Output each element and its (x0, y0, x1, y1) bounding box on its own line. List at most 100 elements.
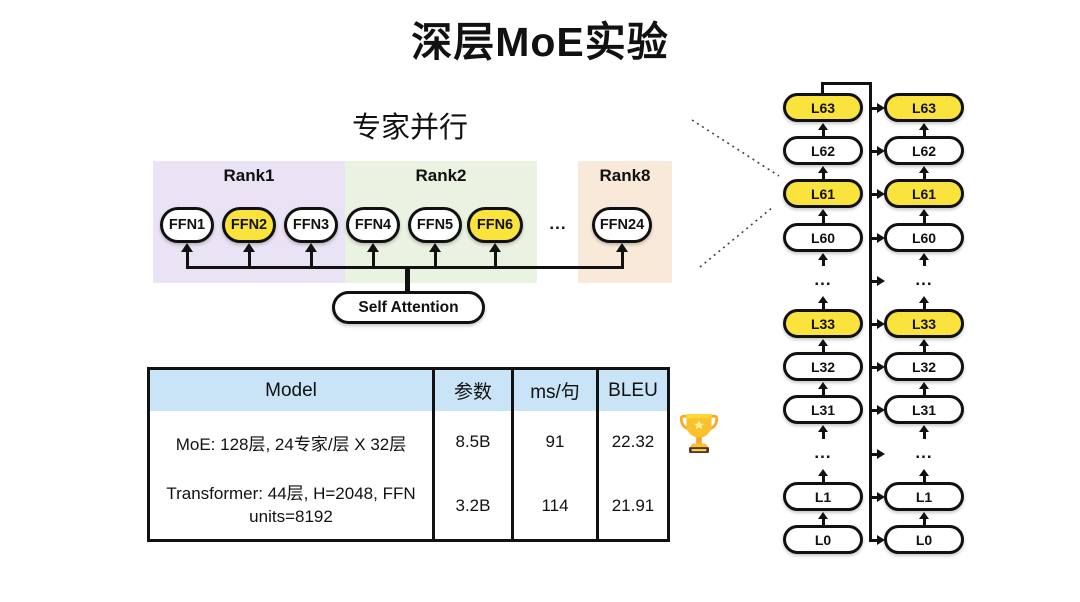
ffn-arrow-up (304, 243, 317, 252)
loop-arrow-right (877, 233, 885, 243)
cell-tf-model: Transformer: 44层, H=2048, FFN units=8192 (166, 484, 416, 526)
layer-pill-left-l63: L63 (783, 93, 863, 122)
layer-pill-left-l0: L0 (783, 525, 863, 554)
loop-arrow-right (877, 449, 885, 459)
ffn-arrow-up-line (620, 250, 624, 266)
layer-pill-left-l33: L33 (783, 309, 863, 338)
cell-moe-model: MoE: 128层, 24专家/层 X 32层 (175, 434, 407, 454)
rank8-label: Rank8 (599, 166, 651, 185)
loop-arrow-right-line (869, 149, 877, 153)
cell-moe-bleu: 22.32 (596, 411, 667, 473)
results-table: Model 参数 ms/句 BLEU MoE: 128层, 24专家/层 X 3… (147, 367, 670, 542)
layer-pill-right-l32: L32 (884, 352, 964, 381)
ffn-pill-ffn1: FFN1 (160, 207, 214, 243)
layer-pill-right-l0: L0 (884, 525, 964, 554)
layer-arrow-up-right (919, 166, 929, 173)
layer-pill-left-l31: L31 (783, 395, 863, 424)
column-header-bleu: BLEU (596, 370, 667, 411)
layer-arrow-up-right-line (922, 475, 926, 482)
layer-arrow-up-left-line (821, 431, 825, 439)
loop-line-vertical (869, 82, 872, 540)
layer-arrow-up-right-line (922, 518, 926, 525)
loop-arrow-right-line (869, 192, 877, 196)
layer-arrow-up-right-line (922, 259, 926, 266)
table-row-transformer: Transformer: 44层, H=2048, FFN units=8192… (150, 473, 667, 539)
layer-ellipsis-left: ... (814, 443, 832, 462)
loop-arrow-right (877, 405, 885, 415)
layer-arrow-up-right-line (922, 431, 926, 439)
layer-arrow-up-left (818, 166, 828, 173)
loop-arrow-right-line (869, 236, 877, 240)
cell-tf-params: 3.2B (432, 473, 511, 539)
loop-arrow-right (877, 535, 885, 545)
loop-arrow-right-line (869, 279, 877, 283)
layer-arrow-up-right-line (922, 345, 926, 352)
layer-arrow-up-right (919, 512, 929, 519)
layer-pill-right-l61: L61 (884, 179, 964, 208)
column-header-params: 参数 (432, 370, 511, 411)
loop-arrow-right (877, 362, 885, 372)
layer-arrow-up-left (818, 296, 828, 303)
layer-arrow-up-right (919, 469, 929, 476)
layer-arrow-up-left-line (821, 302, 825, 309)
ffn-pill-ffn24: FFN24 (592, 207, 652, 243)
layer-arrow-up-left-line (821, 388, 825, 395)
layer-pill-right-l62: L62 (884, 136, 964, 165)
layer-arrow-up-left (818, 382, 828, 389)
layer-arrow-up-right-line (922, 129, 926, 136)
layer-pill-left-l32: L32 (783, 352, 863, 381)
ffn-arrow-up (428, 243, 441, 252)
column-header-ms: ms/句 (511, 370, 596, 411)
loop-arrow-right (877, 276, 885, 286)
loop-arrow-right (877, 189, 885, 199)
loop-arrow-right-line (869, 495, 877, 499)
loop-line-stub (821, 82, 824, 96)
ffn-arrow-up-line (493, 250, 497, 266)
ffn-arrow-up-line (433, 250, 437, 266)
layer-ellipsis-right: ... (915, 443, 933, 462)
ffn-arrow-up (180, 243, 193, 252)
loop-arrow-right (877, 319, 885, 329)
cell-moe-params: 8.5B (432, 411, 511, 473)
layer-arrow-up-right-line (922, 302, 926, 309)
layer-pill-left-l62: L62 (783, 136, 863, 165)
table-row-moe: MoE: 128层, 24专家/层 X 32层 8.5B 91 22.32 (150, 411, 667, 473)
ffn-pill-ffn3: FFN3 (284, 207, 338, 243)
callout-dotted-line-bottom (699, 206, 774, 268)
trophy-icon (679, 414, 719, 453)
layer-arrow-up-left-line (821, 215, 825, 223)
layer-arrow-up-right (919, 253, 929, 260)
layer-arrow-up-right (919, 382, 929, 389)
layer-arrow-up-right-line (922, 172, 926, 179)
callout-dotted-line-top (691, 119, 780, 177)
rank2-label: Rank2 (415, 166, 467, 185)
cell-moe-ms: 91 (511, 411, 596, 473)
cell-tf-ms: 114 (511, 473, 596, 539)
layer-arrow-up-left (818, 469, 828, 476)
ffn-arrow-up-line (371, 250, 375, 266)
ffn-pill-ffn2: FFN2 (222, 207, 276, 243)
loop-arrow-right-line (869, 365, 877, 369)
loop-arrow-right (877, 103, 885, 113)
ffn-pill-ffn5: FFN5 (408, 207, 462, 243)
loop-arrow-right-line (869, 408, 877, 412)
ffn-arrow-up-line (185, 250, 189, 266)
layer-ellipsis-right: ... (915, 270, 933, 289)
layer-arrow-up-right (919, 425, 929, 432)
layer-pill-right-l60: L60 (884, 223, 964, 252)
loop-arrow-right-line (869, 106, 877, 110)
loop-arrow-right (877, 146, 885, 156)
loop-arrow-right-line (869, 538, 877, 542)
layer-pill-right-l1: L1 (884, 482, 964, 511)
self-attention-connector (405, 266, 410, 293)
column-header-model: Model (150, 370, 432, 411)
layer-arrow-up-right (919, 123, 929, 130)
layer-arrow-up-left-line (821, 259, 825, 266)
ffn-pill-ffn4: FFN4 (346, 207, 400, 243)
layer-arrow-up-right (919, 209, 929, 216)
layer-arrow-up-left (818, 209, 828, 216)
layer-pill-right-l63: L63 (884, 93, 964, 122)
layer-ellipsis-left: ... (814, 270, 832, 289)
layer-arrow-up-right-line (922, 215, 926, 223)
